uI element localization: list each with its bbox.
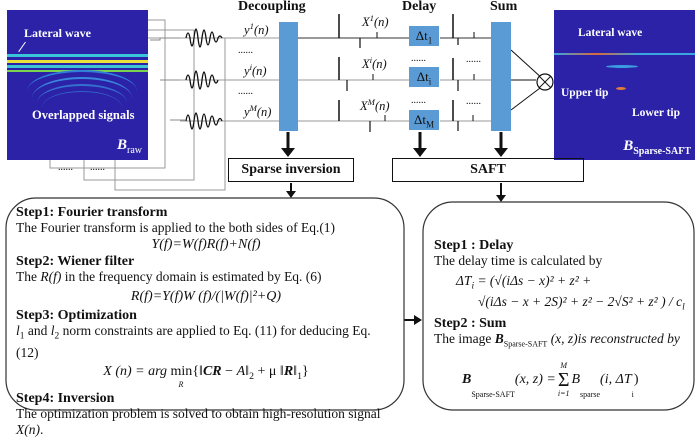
sum-ellipsis-2: ...... bbox=[466, 96, 481, 107]
wavelet-m bbox=[185, 112, 223, 130]
frame-dots-1: ...... bbox=[58, 162, 73, 173]
sparse-inversion-panel-border bbox=[5, 197, 405, 411]
delay-ellipsis-2: ...... bbox=[411, 95, 426, 106]
signal-ellipsis-2: ...... bbox=[238, 86, 253, 97]
delay-header: Delay bbox=[402, 0, 437, 14]
step3-title: Step3: Optimization bbox=[16, 308, 137, 323]
signal-label-yi: yi(n) bbox=[244, 62, 267, 79]
saft-bscan-image: Lateral wave Upper tip Lower tip BSparse… bbox=[554, 10, 695, 160]
delay-ellipsis-1: ...... bbox=[411, 53, 426, 64]
b-sparse-saft-label: BSparse-SAFT bbox=[623, 138, 691, 157]
saft-step2-text: The image BSparse-SAFT (x, z)is reconstr… bbox=[434, 331, 680, 350]
saft-step1-title: Step1 : Delay bbox=[434, 238, 514, 253]
signal-label-y1: y1(n) bbox=[244, 21, 269, 38]
lateral-wave-arrow-icon bbox=[18, 41, 26, 53]
delay-equation-line2: √(iΔs − x + 2S)² + z² − 2√S² + z² ) / cl bbox=[478, 293, 685, 313]
sum-header: Sum bbox=[490, 0, 518, 14]
wavelet-1 bbox=[185, 28, 223, 48]
delay-block-1: Δt1 bbox=[409, 26, 439, 46]
signal-label-ym: yM(n) bbox=[244, 103, 272, 120]
saft-box: SAFT bbox=[392, 158, 584, 182]
delay-block-m: ΔtM bbox=[409, 110, 439, 130]
sum-ellipsis-1: ...... bbox=[466, 54, 481, 65]
saft-lateral-wave-label: Lateral wave bbox=[578, 27, 643, 39]
arrow-sum-down bbox=[494, 132, 508, 157]
step1-text: The Fourier transform is applied to the … bbox=[16, 220, 336, 235]
arrow-saft-to-panel bbox=[496, 183, 506, 202]
lower-tip-mark bbox=[616, 87, 626, 90]
step4-title: Step4: Inversion bbox=[16, 391, 115, 407]
sparse-inversion-box: Sparse inversion bbox=[228, 158, 354, 182]
wavelet-i bbox=[185, 70, 219, 90]
delay-block-i: Δti bbox=[409, 67, 439, 87]
arrow-delay-down bbox=[413, 132, 427, 157]
lower-tip-label: Lower tip bbox=[632, 107, 681, 119]
delay-equation-line1: ΔTi = (√(iΔs − x)² + z² + bbox=[456, 273, 592, 292]
upper-tip-label: Upper tip bbox=[561, 87, 609, 99]
saft-panel-border bbox=[422, 201, 695, 411]
saft-step2-title: Step2 : Sum bbox=[434, 316, 507, 332]
saft-lateral-wave-line bbox=[554, 53, 695, 55]
step2-title: Step2: Wiener filter bbox=[16, 254, 135, 269]
step1-equation: Y(f)=W(f)R(f)+N(f) bbox=[151, 237, 261, 252]
lateral-wave-label: Lateral wave bbox=[24, 26, 91, 40]
overlapped-signals-label: Overlapped signals bbox=[32, 108, 135, 122]
frame-dots-2: ...... bbox=[90, 162, 105, 173]
step2-text: The R(f) in the frequency domain is esti… bbox=[16, 269, 322, 284]
saft-step1-text: The delay time is calculated by bbox=[434, 253, 603, 268]
saft-panel: Step1 : Delay The delay time is calculat… bbox=[434, 238, 689, 399]
arrow-left-to-right-panel bbox=[403, 315, 422, 325]
b-raw-label: Braw bbox=[116, 137, 142, 156]
raw-bscan-image: Lateral wave Overlapped signals Braw bbox=[7, 10, 148, 160]
upper-tip-mark bbox=[606, 65, 638, 68]
signal-label-xi: Xi(n) bbox=[362, 55, 387, 72]
sum-block bbox=[491, 22, 511, 131]
step1-title: Step1: Fourier transform bbox=[16, 205, 168, 220]
signal-ellipsis-1: ...... bbox=[238, 45, 253, 56]
step4-text: The optimization problem is solved to ob… bbox=[16, 406, 381, 438]
signal-label-xm: XM(n) bbox=[360, 97, 390, 114]
decoupling-block bbox=[279, 22, 298, 131]
step3-text: l1 and l2 norm constraints are applied t… bbox=[16, 323, 371, 360]
decoupling-header: Decoupling bbox=[238, 0, 306, 14]
connector-1 bbox=[150, 37, 185, 41]
sparse-inversion-panel: Step1: Fourier transform The Fourier tra… bbox=[16, 205, 396, 438]
arrow-sparse-to-panel bbox=[286, 183, 296, 198]
diagram-lines bbox=[5, 14, 695, 411]
arrow-decoupling-down bbox=[281, 132, 295, 157]
signal-label-x1: X1(n) bbox=[362, 13, 389, 30]
step2-equation: R(f)=Y(f)W (f)/(|W(f)|²+Q) bbox=[130, 289, 282, 304]
